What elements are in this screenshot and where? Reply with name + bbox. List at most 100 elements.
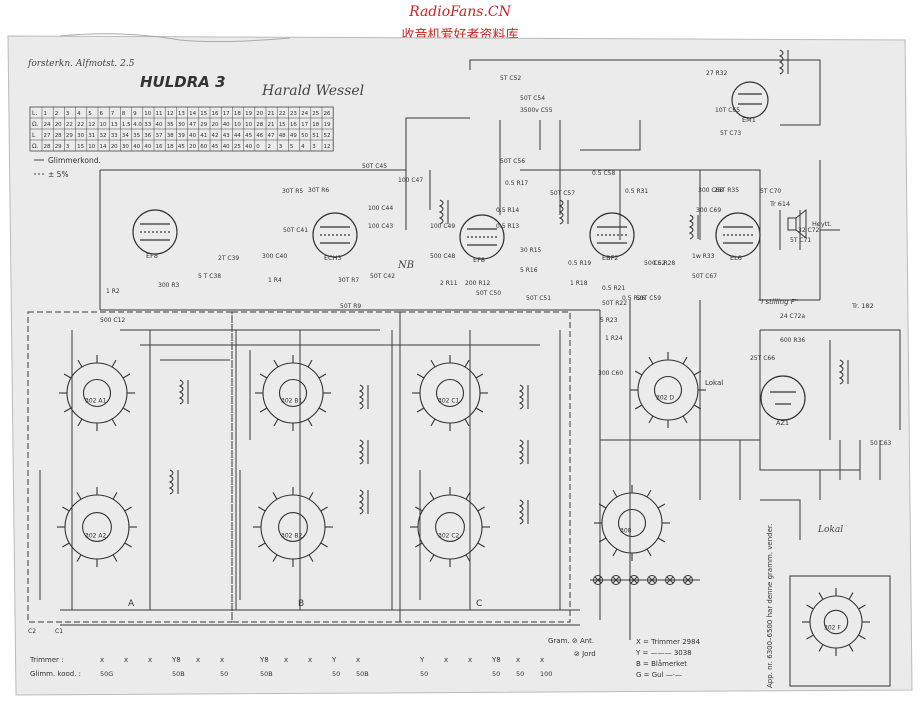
coil-8 [438, 199, 449, 225]
wafer-switch-b1: 302 B1 [255, 355, 331, 431]
component-r26: 0.5 R26 [622, 295, 645, 302]
code-table-cell: 10 [100, 122, 107, 128]
component-c52: 5T C52 [500, 75, 521, 82]
glimm-row-label: Glimm. kood. : [30, 670, 81, 678]
code-table-cell: 10 [234, 122, 241, 128]
wafer-switch-f: 302 F [802, 588, 870, 656]
component-c68: 300 C68 [698, 187, 723, 194]
code-table-cell: 6 [100, 111, 104, 117]
code-table-cell: 39 [178, 133, 185, 139]
coil-4 [358, 489, 369, 515]
code-table-cell: 40 [144, 144, 151, 150]
signature: Harald Wessel [261, 83, 364, 99]
code-table-cell: 1 [44, 111, 48, 117]
code-table-cell: 7 [111, 111, 115, 117]
code-table-cell: 48 [279, 133, 286, 139]
code-table-cell: 33 [144, 122, 151, 128]
glimm-cell: 50B [260, 670, 273, 678]
trimmer-cell: Y8 [171, 656, 181, 664]
code-table-cell: 22 [77, 122, 84, 128]
tube-az1: AZ1 [760, 375, 806, 427]
component-c1: C1 [55, 628, 63, 635]
tube-ef8-2: EF8 [459, 214, 505, 264]
code-table-cell: 16 [156, 144, 163, 150]
code-table-cell: 22 [279, 111, 286, 117]
code-table-cell: 12 [88, 122, 95, 128]
coil-group [168, 49, 849, 525]
code-table-cell: 18 [234, 111, 241, 117]
component-c62: 50 C62 [644, 260, 666, 267]
section-a: A [128, 599, 135, 609]
code-table-cell: 18 [312, 122, 319, 128]
code-table-cell: 45 [245, 133, 252, 139]
code-table-cell: 43 [223, 133, 230, 139]
trimmer-key-line: B = Blåmerket [636, 659, 687, 668]
coil-2 [358, 384, 369, 410]
component-r32: 27 R32 [706, 70, 728, 77]
tube-label-ef8-1: EF8 [146, 252, 158, 260]
component-r33: 1w R33 [692, 253, 715, 260]
code-table-cell: 47 [189, 122, 196, 128]
component-r6: 30T R6 [308, 187, 329, 194]
legend: Glimmerkond. ± 5% [34, 156, 101, 179]
code-table-cell: 20 [55, 122, 62, 128]
component-c54: 50T C54 [520, 95, 545, 102]
code-table-cell: 41 [200, 133, 207, 139]
trimmer-cell: x [444, 656, 448, 664]
code-table-cell: 14 [100, 144, 107, 150]
coil-6 [518, 439, 529, 465]
component-c50: 50T C50 [476, 290, 501, 297]
section-b: B [298, 599, 304, 609]
schematic-title: HULDRA 3 [140, 73, 226, 91]
code-table-cell: 15 [77, 144, 84, 150]
code-table-cell: 22 [66, 122, 73, 128]
code-table-row-label: Ω. [32, 121, 39, 128]
code-table-cell: 12 [167, 111, 174, 117]
speaker-label: Høytt. [812, 220, 832, 228]
code-table-cell: 45 [178, 144, 185, 150]
trimmer-cell: x [516, 656, 520, 664]
code-table-cell: 0 [256, 144, 260, 150]
coil-11 [838, 359, 849, 385]
code-table-cell: 24 [301, 111, 308, 117]
code-table-cell: 25 [312, 111, 319, 117]
code-table-cell: 38 [167, 133, 174, 139]
code-table-cell: 20 [189, 144, 196, 150]
component-r15: 30 R15 [520, 247, 542, 254]
code-table-cell: 29 [66, 133, 73, 139]
tube-em1: EM1 [731, 81, 769, 124]
component-c63: 50 C63 [870, 440, 892, 447]
paper-tear [59, 33, 291, 43]
component-r21: 0.5 R21 [602, 285, 625, 292]
code-table-cell: 5 [290, 144, 294, 150]
code-table-cell: 3 [66, 144, 70, 150]
code-table-cell: 16 [290, 122, 297, 128]
code-table-cell: 20 [111, 144, 118, 150]
code-table-cell: 2 [268, 144, 272, 150]
code-table-cell: 3 [279, 144, 283, 150]
switch-label: 308 [620, 528, 632, 535]
component-r14: 0.5 R14 [496, 207, 519, 214]
wafer-switch-b2: 302 B2 [253, 487, 333, 567]
component-r36: 600 R36 [780, 337, 805, 344]
component-c44: 100 C44 [368, 205, 393, 212]
component-c59: 50T C59 [636, 295, 661, 302]
gram-ant-label: Gram. ⊘ Ant. [548, 637, 594, 645]
component-r22: 50T R22 [602, 300, 627, 307]
stilling-label: "I stilling F" [758, 298, 798, 306]
trimmer-cell: x [540, 656, 544, 664]
code-table-cell: 14 [189, 111, 196, 117]
paper [7, 35, 913, 696]
component-c47: 100 C47 [398, 177, 423, 184]
code-table-cell: 21 [268, 122, 275, 128]
coil-0 [178, 379, 189, 405]
component-c65: 10T C65 [715, 107, 740, 114]
code-table-row-label: L [32, 132, 36, 139]
code-table-cell: 30 [122, 144, 129, 150]
code-table-cell: 33 [111, 133, 118, 139]
code-table-cell: 11 [156, 111, 163, 117]
